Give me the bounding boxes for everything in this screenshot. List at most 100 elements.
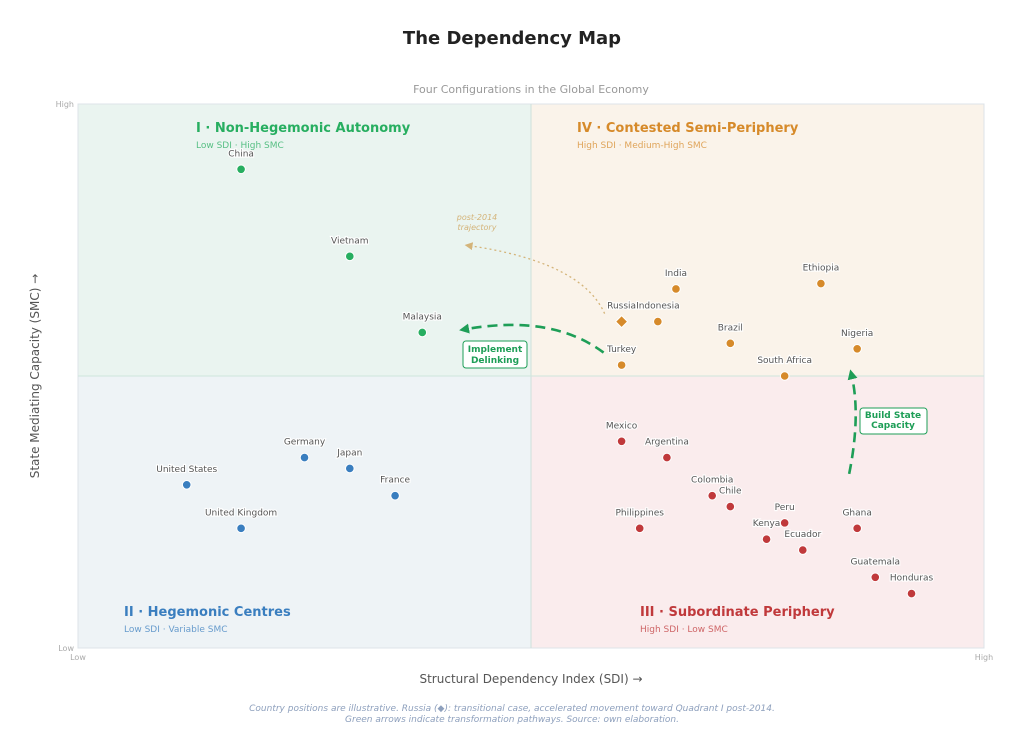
point-marker-germany (299, 452, 310, 463)
state-capacity-line-2: Capacity (871, 421, 915, 431)
point-marker-japan (345, 463, 355, 474)
y-tick-low: Low (58, 644, 74, 653)
point-label-united-kingdom: United Kingdom (205, 508, 277, 518)
point-south-africa: South Africa (756, 355, 813, 381)
point-label-china: China (228, 149, 254, 159)
point-label-nigeria: Nigeria (841, 329, 873, 339)
point-colombia: Colombia (690, 475, 734, 501)
point-label-philippines: Philippines (615, 508, 664, 518)
point-label-malaysia: Malaysia (403, 312, 442, 322)
point-marker-ecuador (798, 545, 808, 555)
footnote-1: Country positions are illustrative. Russ… (249, 704, 775, 714)
point-marker-philippines (634, 523, 645, 534)
quadrant-dividers (78, 104, 984, 648)
point-marker-united-kingdom (236, 523, 246, 534)
point-marker-ethiopia (816, 278, 826, 289)
trajectory-line-2: trajectory (458, 223, 497, 232)
point-guatemala: Guatemala (849, 556, 901, 583)
point-kenya: Kenya (752, 518, 781, 545)
point-marker-kenya (761, 534, 772, 545)
point-indonesia: Indonesia (635, 301, 681, 327)
point-label-russia: Russia (607, 302, 636, 312)
y-tick-high: High (56, 100, 74, 109)
point-marker-nigeria (852, 344, 862, 354)
point-marker-ghana (852, 523, 862, 534)
point-label-turkey: Turkey (606, 345, 637, 355)
chart-subtitle: Four Configurations in the Global Econom… (413, 83, 649, 96)
quadrant-subtitle-I: Low SDI · High SMC (196, 141, 284, 151)
y-axis-label: State Mediating Capacity (SMC) → (28, 274, 42, 479)
point-chile: Chile (718, 485, 743, 512)
point-marker-malaysia (417, 327, 428, 338)
quadrant-bg-I (78, 104, 531, 376)
state-capacity-arrow (847, 369, 858, 475)
state-capacity-line-1: Build State (865, 411, 921, 421)
point-label-honduras: Honduras (890, 574, 934, 584)
delinking-line-2: Delinking (471, 356, 519, 366)
delinking-box (462, 340, 528, 369)
point-label-vietnam: Vietnam (331, 236, 369, 246)
point-turkey: Turkey (605, 344, 638, 370)
x-tick-high: High (975, 653, 993, 662)
quadrant-title-III: III · Subordinate Periphery (640, 605, 835, 620)
trajectory-line-1: post-2014 (456, 213, 498, 222)
point-marker-chile (725, 501, 736, 512)
point-honduras: Honduras (889, 572, 935, 599)
point-marker-peru (779, 518, 790, 528)
point-marker-south-africa (779, 371, 790, 381)
point-germany: Germany (283, 437, 327, 463)
point-marker-indonesia (653, 316, 663, 327)
delinking-line-1: Implement (468, 345, 523, 355)
quadrant-bg-IV (531, 104, 984, 376)
point-marker-china (236, 164, 246, 175)
point-label-india: India (665, 269, 687, 279)
quadrant-title-IV: IV · Contested Semi-Periphery (577, 121, 799, 136)
point-marker-colombia (707, 490, 718, 501)
quadrant-subtitle-III: High SDI · Low SMC (640, 625, 728, 635)
point-india: India (664, 268, 688, 294)
point-label-germany: Germany (284, 438, 326, 448)
point-marker-brazil (725, 338, 736, 349)
point-label-colombia: Colombia (691, 476, 733, 486)
x-axis-label: Structural Dependency Index (SDI) → (419, 672, 642, 686)
point-vietnam: Vietnam (330, 235, 370, 262)
point-philippines: Philippines (614, 507, 665, 534)
x-tick-low: Low (70, 653, 86, 662)
point-brazil: Brazil (717, 322, 744, 349)
quadrant-bg-II (78, 376, 531, 648)
point-label-argentina: Argentina (645, 438, 689, 448)
point-marker-united-states (181, 480, 192, 490)
point-mexico: Mexico (605, 420, 639, 447)
point-label-kenya: Kenya (753, 519, 781, 529)
point-marker-honduras (906, 588, 917, 599)
point-nigeria: Nigeria (840, 328, 874, 354)
quadrant-subtitle-IV: High SDI · Medium-High SMC (577, 141, 707, 151)
point-peru: Peru (774, 502, 796, 528)
point-label-indonesia: Indonesia (636, 302, 680, 312)
point-label-south-africa: South Africa (757, 356, 812, 366)
point-label-chile: Chile (719, 487, 742, 497)
delinking-arrow (459, 323, 605, 354)
point-label-brazil: Brazil (718, 323, 743, 333)
point-china: China (227, 148, 255, 175)
point-marker-vietnam (345, 251, 355, 262)
point-label-japan: Japan (336, 448, 362, 458)
point-marker-india (671, 284, 681, 294)
point-argentina: Argentina (644, 437, 690, 463)
state-capacity-box (859, 407, 928, 435)
point-russia: Russia (606, 301, 637, 329)
point-japan: Japan (335, 447, 363, 474)
point-ecuador: Ecuador (783, 529, 823, 555)
point-marker-russia (614, 314, 629, 329)
quadrant-title-II: II · Hegemonic Centres (124, 605, 291, 620)
point-united-states: United States (155, 464, 219, 490)
point-label-ghana: Ghana (842, 508, 871, 518)
point-label-ethiopia: Ethiopia (803, 264, 840, 274)
chart-title: The Dependency Map (403, 28, 621, 49)
